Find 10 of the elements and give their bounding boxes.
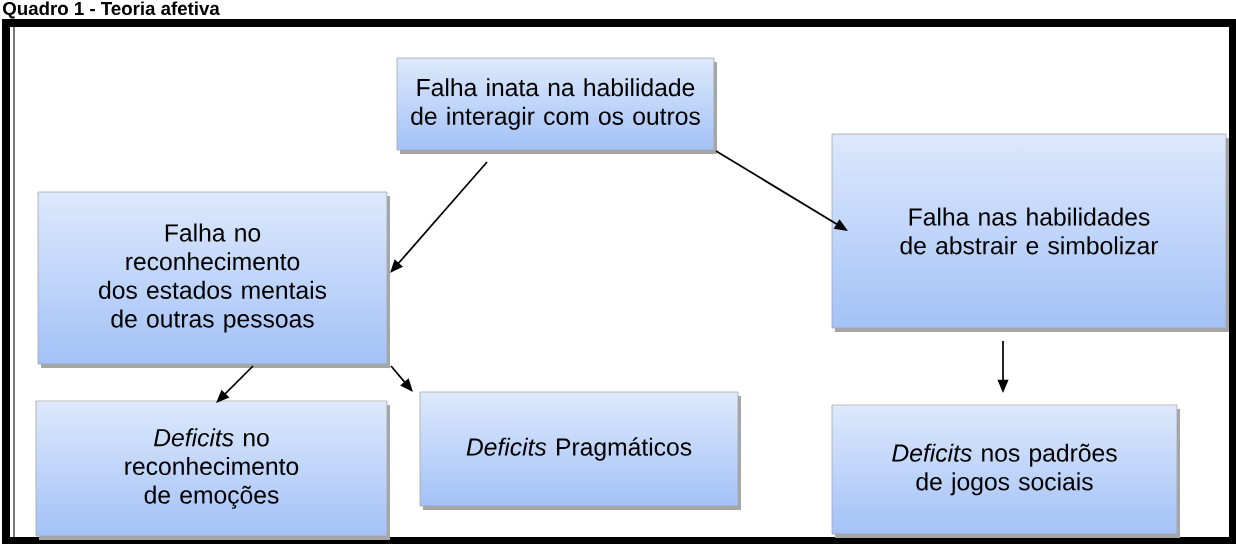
arrow <box>390 161 488 273</box>
process-box: Deficits no reconhecimento de emoções <box>35 400 390 540</box>
process-box: Falha inata na habilidade de interagir com os outros <box>396 57 717 154</box>
arrow <box>216 365 254 403</box>
process-box: Deficits Pragmáticos <box>419 391 741 510</box>
process-box: Deficits nos padrões de jogos sociais <box>831 404 1180 538</box>
title: Quadro 1 - Teoria afetiva <box>3 1 220 19</box>
process-box: Falha no reconhecimento dos estados mentais de outras pessoas <box>37 191 390 368</box>
arrow <box>390 365 413 392</box>
process-box: Falha nas habilidades de abstrair e simbolizar <box>831 133 1229 332</box>
